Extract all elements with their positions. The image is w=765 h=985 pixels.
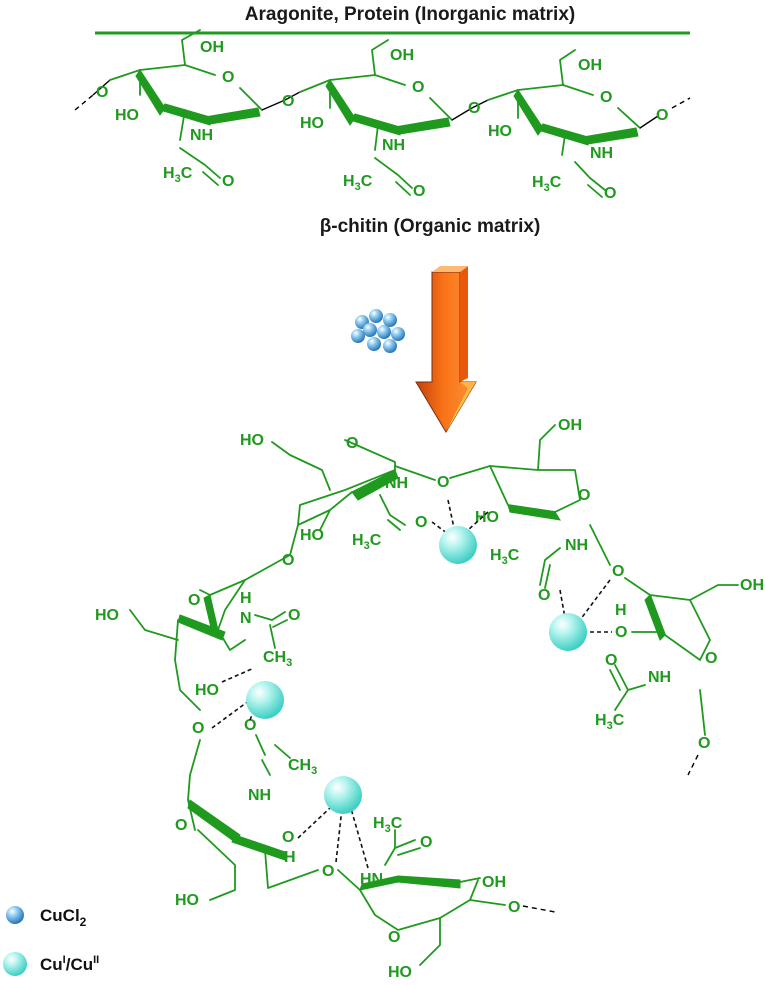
ring-3: OH O HO NH H3C O	[487, 49, 641, 202]
carbonyl-o-label-3: O	[604, 185, 616, 202]
o-label-c4: O	[437, 474, 449, 491]
o-label-c16: O	[175, 817, 187, 834]
reaction-arrow	[415, 266, 477, 433]
oh-label-c5: OH	[740, 577, 764, 594]
top-chitin-chain: O OH O HO NH H3C O O	[74, 29, 691, 202]
ho-label-c4: HO	[475, 509, 499, 526]
o-label-c19: O	[420, 834, 432, 851]
carbonyl-o-label-2: O	[413, 183, 425, 200]
cu-ion-3	[246, 681, 284, 719]
oh-label-3: OH	[578, 57, 602, 74]
nh-label-3: NH	[590, 145, 613, 162]
ch3-label-c2: CH3	[288, 757, 317, 777]
legend: CuCl2 CuI/CuII	[3, 906, 99, 976]
h-label-c1: H	[615, 602, 627, 619]
glyco-o-label: O	[282, 93, 294, 110]
o-label-c14: O	[192, 720, 204, 737]
h3c-label-c1: H3C	[352, 532, 382, 552]
o-label-c2: O	[415, 514, 427, 531]
nh-label-c3: NH	[648, 669, 671, 686]
o-label-c21: O	[388, 929, 400, 946]
ho-label-c6: HO	[95, 607, 119, 624]
nh-label-c1: NH	[385, 475, 408, 492]
copper-chitin-complex: O HO HO NH H3C O O O OH O HO NH H3C O O …	[95, 417, 764, 981]
h-label-c2: H	[240, 590, 252, 607]
ring-2: OH O HO NH H3C O	[299, 39, 453, 200]
cu-ion-2	[549, 613, 587, 651]
terminal-o-label: O	[656, 107, 668, 124]
cucl2-cluster	[351, 309, 405, 353]
ho-label-2: HO	[300, 115, 324, 132]
h3c-label-c4: H3C	[373, 815, 403, 835]
o-label-c8: O	[615, 624, 627, 641]
o-label-c11: O	[698, 735, 710, 752]
oh-label-2: OH	[390, 47, 414, 64]
h-label-c3: H	[284, 849, 296, 866]
h3c-label-3: H3C	[532, 174, 562, 194]
legend-cucl2-icon	[6, 906, 24, 924]
cu-ion-4	[324, 776, 362, 814]
ho-label-c1: HO	[240, 432, 264, 449]
nh-label: NH	[190, 127, 213, 144]
header-title: Aragonite, Protein (Inorganic matrix)	[245, 4, 575, 25]
o-label-c13: O	[288, 607, 300, 624]
o-label-c1: O	[346, 435, 358, 452]
o-label-c15: O	[244, 717, 256, 734]
o-label-c9: O	[705, 650, 717, 667]
o-label-c18: O	[322, 863, 334, 880]
carbonyl-o-label: O	[222, 173, 234, 190]
ring-o-label-2: O	[412, 79, 424, 96]
ho-label-c2: HO	[300, 527, 324, 544]
legend-cu-icon	[3, 952, 27, 976]
ho-label-c8: HO	[175, 892, 199, 909]
o-label-c12: O	[188, 592, 200, 609]
legend-cu-label: CuI/CuII	[40, 954, 99, 974]
h3c-label-2: H3C	[343, 173, 373, 193]
h3c-label: H3C	[163, 165, 193, 185]
o-label-c7: O	[612, 563, 624, 580]
ring-1: OH O HO NH H3C O	[109, 29, 263, 190]
o-label-c5: O	[578, 487, 590, 504]
o-label-c6: O	[538, 587, 550, 604]
oh-label: OH	[200, 39, 224, 56]
cu-ion-1	[439, 526, 477, 564]
hn-label-c1: HN	[360, 871, 383, 888]
ho-label: HO	[115, 107, 139, 124]
h3c-label-c2: H3C	[490, 547, 520, 567]
n-label-c1: N	[240, 610, 252, 627]
ring-o-label-3: O	[600, 89, 612, 106]
o-label-c17: O	[282, 829, 294, 846]
o-label-c10: O	[605, 652, 617, 669]
nh-label-c2: NH	[565, 537, 588, 554]
chitin-label: β-chitin (Organic matrix)	[320, 216, 541, 237]
oh-label-c6: OH	[482, 874, 506, 891]
ho-label-3: HO	[488, 123, 512, 140]
ho-label-c9: HO	[388, 964, 412, 981]
nh-label-c4: NH	[248, 787, 271, 804]
o-label-c20: O	[508, 899, 520, 916]
o-label-c3: O	[282, 552, 294, 569]
h3c-label-c3: H3C	[595, 712, 625, 732]
ring-o-label: O	[222, 69, 234, 86]
o-label: O	[96, 84, 108, 101]
nh-label-2: NH	[382, 137, 405, 154]
ch3-label-c1: CH3	[263, 649, 292, 669]
legend-cucl2-label: CuCl2	[40, 906, 87, 929]
oh-label-c3: OH	[558, 417, 582, 434]
glyco-o-label-2: O	[468, 100, 480, 117]
ho-label-c7: HO	[195, 682, 219, 699]
